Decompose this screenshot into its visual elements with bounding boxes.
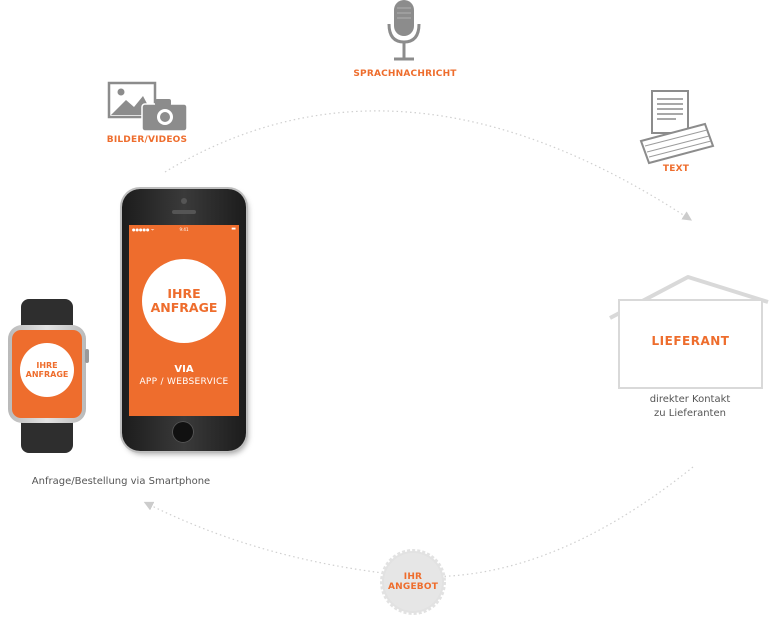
watch-band-bottom	[21, 421, 73, 453]
watch-request-circle: IHRE ANFRAGE	[20, 343, 74, 397]
watch-circle-line1: IHRE	[36, 360, 58, 370]
supplier-label: LIEFERANT	[651, 334, 730, 348]
smartphone: ●●●●● ᯤ 9:41 ▬ IHRE ANFRAGE VIA APP / WE…	[122, 189, 246, 451]
media-label: BILDER/VIDEOS	[106, 135, 188, 145]
supplier-caption-line1: direkter Kontakt	[649, 394, 731, 405]
phone-home-button	[172, 421, 194, 443]
phone-speaker	[172, 210, 196, 214]
offer-line1: IHR	[403, 572, 423, 582]
watch-circle-line2: ANFRAGE	[25, 370, 69, 379]
offer-badge-icon	[380, 549, 446, 615]
watch-crown	[85, 349, 89, 363]
supplier-caption-line2: zu Lieferanten	[654, 408, 726, 419]
smartwatch: IHRE ANFRAGE	[6, 299, 90, 453]
device-caption: Anfrage/Bestellung via Smartphone	[31, 476, 211, 487]
phone-request-circle: IHRE ANFRAGE	[142, 259, 226, 343]
status-battery: ▬	[231, 226, 236, 232]
phone-circle-line2: ANFRAGE	[150, 300, 218, 315]
offer-badge-text: IHR ANGEBOT	[383, 572, 443, 593]
supplier-house-icon	[609, 275, 769, 389]
status-time: 9:41	[179, 227, 189, 232]
phone-screen: ●●●●● ᯤ 9:41 ▬ IHRE ANFRAGE VIA APP / WE…	[129, 225, 239, 416]
voice-message-label: SPRACHNACHRICHT	[353, 69, 457, 79]
phone-camera	[181, 198, 187, 204]
offer-line2: ANGEBOT	[387, 582, 439, 593]
phone-circle-line1: IHRE	[167, 285, 201, 301]
phone-app-label: APP / WEBSERVICE	[139, 377, 229, 387]
watch-screen: IHRE ANFRAGE	[12, 330, 82, 418]
text-label: TEXT	[662, 164, 690, 174]
status-carrier: ●●●●● ᯤ	[132, 227, 155, 232]
phone-via-label: VIA	[174, 364, 194, 375]
